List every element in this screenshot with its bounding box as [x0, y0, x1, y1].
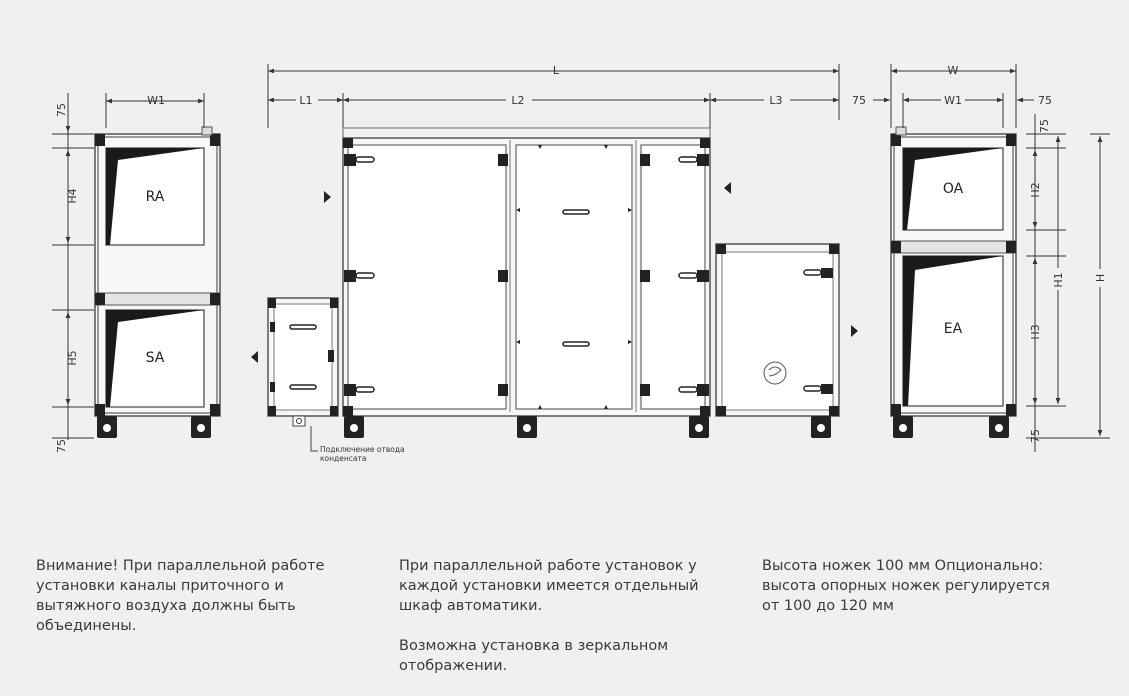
- dim-75-left-top: 75: [55, 103, 68, 117]
- right-side-view: OA EA W W1 75 75 75 H2 H3 75: [852, 64, 1110, 452]
- dim-75-right-bottom: 75: [1029, 429, 1042, 443]
- note-mirror-install: Возможна установка в зеркальном отображе…: [399, 638, 669, 674]
- dim-75-left-bottom: 75: [55, 439, 68, 453]
- dim-l3: L3: [769, 94, 782, 107]
- port-label-ra: RA: [146, 189, 165, 205]
- port-label-ea: EA: [944, 321, 963, 337]
- dim-w: W: [948, 64, 959, 77]
- technical-drawing: RA SA W1 75 H4 H5 75: [52, 64, 1110, 463]
- port-label-oa: OA: [943, 181, 964, 197]
- dim-75-right-left: 75: [852, 94, 866, 107]
- dim-h2: H2: [1029, 182, 1042, 197]
- dim-h: H: [1094, 274, 1107, 282]
- note-column-2: При параллельной работе установок у кажд…: [399, 556, 729, 696]
- dim-w1-left: W1: [147, 94, 165, 107]
- dim-75-right-top: 75: [1038, 119, 1051, 133]
- note-feet-height: Высота ножек 100 мм Опционально: высота …: [762, 558, 1050, 614]
- condensate-label-1: Подключение отвода: [320, 445, 405, 454]
- dim-l1: L1: [299, 94, 312, 107]
- note-separate-cabinet: При параллельной работе установок у кажд…: [399, 558, 699, 614]
- port-label-sa: SA: [146, 350, 165, 366]
- dim-h1: H1: [1052, 272, 1065, 287]
- dim-w1-right: W1: [944, 94, 962, 107]
- dim-l2: L2: [511, 94, 524, 107]
- dim-l: L: [553, 64, 560, 77]
- left-side-view: RA SA W1 75 H4 H5 75: [52, 93, 221, 453]
- note-parallel-ducts: Внимание! При параллельной работе устано…: [36, 558, 325, 634]
- dim-75-right-right: 75: [1038, 94, 1052, 107]
- front-view: Подключение отвода конденсата: [251, 64, 858, 463]
- dim-h4: H4: [66, 188, 79, 203]
- note-column-1: Внимание! При параллельной работе устано…: [36, 556, 366, 656]
- note-column-3: Высота ножек 100 мм Опционально: высота …: [762, 556, 1052, 636]
- dim-h5: H5: [66, 350, 79, 365]
- dim-h3: H3: [1029, 324, 1042, 339]
- condensate-label-2: конденсата: [320, 454, 366, 463]
